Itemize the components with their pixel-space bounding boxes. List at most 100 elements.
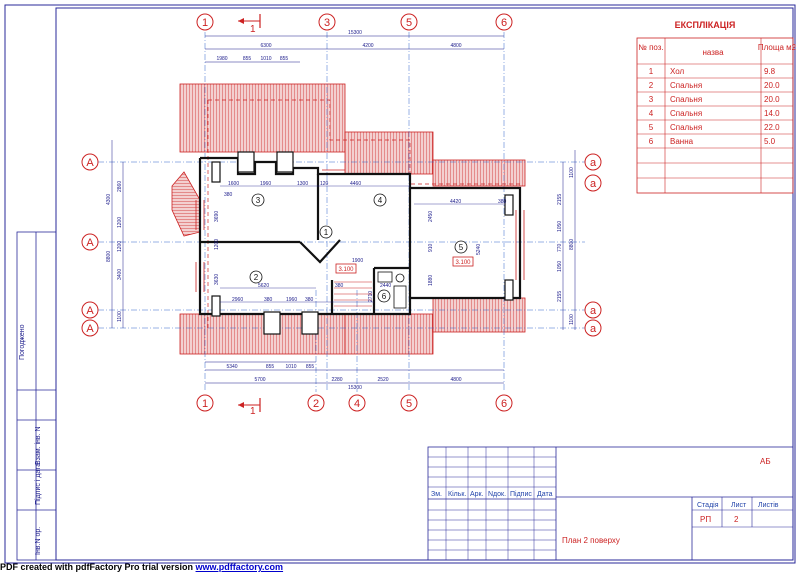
inner-dim-2440: 2440 <box>380 283 391 289</box>
pdf-footer-text: PDF created with pdfFactory Pro trial ve… <box>0 562 196 572</box>
dim-left-1100a: 1100 <box>117 311 123 322</box>
room-6-label: 6 <box>382 292 387 301</box>
inner-dim-1960: 1960 <box>260 181 271 187</box>
dim-right-2155b: 2155 <box>557 291 563 302</box>
dim-bottom-1010: 1010 <box>285 364 296 370</box>
room-4-label: 4 <box>378 196 383 205</box>
stamp-vertical-title: Погоджено <box>19 324 26 360</box>
inner-dim-380a: 380 <box>224 192 233 198</box>
explication-row-2-name: Спальня <box>670 81 702 90</box>
explication-row-6-name: Ванна <box>670 137 694 146</box>
level-mark-hall: 3.100 <box>338 267 354 273</box>
inner-dim-1960b: 1960 <box>286 297 297 303</box>
tb-col-data: Дата <box>537 491 553 498</box>
inner-dim-380d: 380 <box>305 297 314 303</box>
dim-bottom-2520: 2520 <box>377 377 388 383</box>
tb-col-kilk: Кільк. <box>448 490 466 498</box>
dim-top-4: 1980 <box>216 56 227 62</box>
explication-row-5-name: Спальня <box>670 123 702 132</box>
inner-dim-380e: 380 <box>335 283 344 289</box>
axis-bottom-4: 4 <box>354 398 360 410</box>
axis-right-2: а <box>590 178 597 190</box>
tb-col-ndok: Nдок. <box>488 491 506 498</box>
dims-bottom: 5340 855 1010 855 5700 2280 2520 4800 15… <box>226 364 461 391</box>
axis-left-4: А <box>86 323 94 335</box>
pdf-footer-note: PDF created with pdfFactory Pro trial ve… <box>0 562 283 572</box>
dims-left: 4300 8800 3400 2860 1200 1200 1100 <box>106 181 123 322</box>
dim-left-1200a: 1200 <box>117 217 123 228</box>
dim-top-overall: 15300 <box>348 30 362 36</box>
room-3-label: 3 <box>256 196 261 205</box>
section-mark-top: 1 <box>238 14 261 35</box>
dim-left-2860: 2860 <box>117 181 123 192</box>
dim-bottom-855a: 855 <box>266 364 275 370</box>
explication-row-3-no: 3 <box>649 95 654 104</box>
axis-right-1: а <box>590 157 597 169</box>
level-marks: 3.100 3.100 <box>335 256 474 274</box>
dims-right: 8800 1100 2155 1050 770 1050 2155 1100 <box>557 167 575 325</box>
dim-right-1050a: 1050 <box>557 221 563 232</box>
dim-right-2155a: 2155 <box>557 194 563 205</box>
axis-right-3: а <box>590 305 597 317</box>
axis-top-1: 1 <box>202 17 208 29</box>
stamp-sign-date: Підпис і дата <box>34 463 42 505</box>
bath-fixtures <box>377 271 407 309</box>
explication-row-5-no: 5 <box>649 123 654 132</box>
explication-row-3-name: Спальня <box>670 95 702 104</box>
dim-top-7: 855 <box>280 56 289 62</box>
level-mark-room5: 3.100 <box>455 260 471 266</box>
explication-row-4-name: Спальня <box>670 109 702 118</box>
inner-dim-380c: 380 <box>264 297 273 303</box>
tb-sheet-value: 2 <box>734 515 739 524</box>
explication-header-no: № поз. <box>638 43 663 52</box>
dim-left-8800: 8800 <box>106 251 112 262</box>
stamp-inv-orig: Інв.N ор. <box>35 527 42 555</box>
explication-row-2-no: 2 <box>649 81 654 90</box>
axis-left-2: А <box>86 237 94 249</box>
pdf-footer-link[interactable]: www.pdffactory.com <box>195 562 284 572</box>
axis-top-5: 5 <box>406 17 412 29</box>
dim-top-3: 4800 <box>450 43 461 49</box>
inner-dim-3630: 3630 <box>214 274 220 285</box>
axis-bottom-6: 6 <box>501 398 507 410</box>
explication-row-2-area: 20.0 <box>764 81 780 90</box>
inner-dim-1880: 1880 <box>428 275 434 286</box>
axis-bottom-1: 1 <box>202 398 208 410</box>
inner-frame <box>55 7 794 561</box>
explication-header-area: Площа м2 <box>758 43 797 52</box>
section-label-top: 1 <box>250 24 256 35</box>
explication-row-4-no: 4 <box>649 109 654 118</box>
room-1-label: 1 <box>324 228 329 237</box>
explication-row-1-area: 9.8 <box>764 67 776 76</box>
dim-top-1: 6300 <box>260 43 271 49</box>
room-5-label: 5 <box>459 243 464 252</box>
inner-dim-4420: 4420 <box>450 199 461 205</box>
explication-row-4-area: 14.0 <box>764 109 780 118</box>
piers <box>211 151 514 335</box>
side-stamp: Погоджено Інв.N ор. Підпис і дата Взам. … <box>16 231 57 561</box>
inner-dim-5620: 5620 <box>258 283 269 289</box>
axis-bubbles-left: А А А А <box>81 153 99 337</box>
dims-top: 15300 6300 4200 4800 1980 855 1010 855 <box>216 30 461 62</box>
dim-left-4300: 4300 <box>106 194 112 205</box>
axis-right-4: а <box>590 323 597 335</box>
tb-drawing-title: План 2 поверху <box>562 536 620 545</box>
explication-row-3-area: 20.0 <box>764 95 780 104</box>
axis-left-3: А <box>86 305 94 317</box>
dim-bottom-2280: 2280 <box>331 377 342 383</box>
inner-dim-380b: 380 <box>498 199 507 205</box>
windows <box>195 169 525 292</box>
dim-bottom-4800: 4800 <box>450 377 461 383</box>
title-block-code: АБ <box>760 457 771 466</box>
dim-right-1100b: 1100 <box>569 314 575 325</box>
inner-dim-1200: 1200 <box>214 239 220 250</box>
explication-header-name: назва <box>702 48 724 57</box>
title-block: АБ Зм. Кільк. Арк. Nдок. Підпис Дата Ста… <box>427 446 794 561</box>
inner-dim-5240: 5240 <box>476 244 482 255</box>
inner-dim-4460: 4460 <box>350 181 361 187</box>
tb-col-pidpys: Підпис <box>510 490 532 498</box>
inner-dim-1900: 1900 <box>352 258 363 264</box>
axis-bottom-5: 5 <box>406 398 412 410</box>
axis-left-1: А <box>86 157 94 169</box>
tb-stage-value: РП <box>700 515 711 524</box>
